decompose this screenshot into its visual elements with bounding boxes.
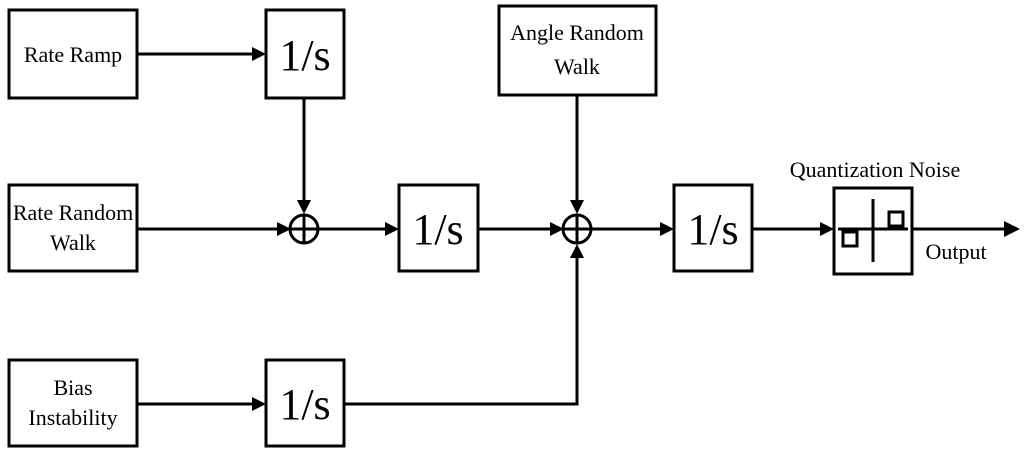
rate-ramp-block: Rate Ramp	[7, 8, 139, 100]
arrow-int1-input	[252, 47, 266, 61]
arrow-quantizer-input	[820, 222, 834, 236]
quantizer-step-low	[841, 230, 859, 248]
arrow-int4-input	[660, 222, 674, 236]
bias-instability-label-line1: Bias	[53, 375, 92, 400]
arrow-int2-input	[385, 222, 399, 236]
angle-random-walk-label-line2: Walk	[554, 54, 600, 79]
quantizer-block	[832, 186, 914, 276]
integrator-block-2: 1/s	[397, 183, 480, 273]
integrator-block-4: 1/s	[672, 183, 754, 273]
integrator-block-1: 1/s	[264, 8, 346, 100]
quantization-noise-label: Quantization Noise	[790, 157, 960, 182]
arrow-sum1-left	[277, 222, 291, 236]
arrow-sum1-top	[297, 200, 311, 214]
rate-random-walk-label-line2: Walk	[50, 230, 96, 255]
integrator-block-3: 1/s	[264, 358, 346, 448]
rate-random-walk-block: Rate Random Walk	[7, 183, 139, 273]
integrator-1-label: 1/s	[279, 31, 330, 80]
angle-random-walk-block: Angle Random Walk	[497, 4, 658, 97]
wires	[137, 52, 1006, 406]
arrow-sum2-bottom	[570, 244, 584, 258]
arrow-output	[1004, 221, 1020, 237]
arrow-sum2-top	[570, 200, 584, 214]
rate-ramp-label: Rate Ramp	[24, 42, 122, 67]
quantizer-step-high	[887, 210, 905, 228]
integrator-4-label: 1/s	[687, 205, 738, 254]
bias-instability-label-line2: Instability	[28, 405, 117, 430]
summing-junction-1	[288, 213, 320, 245]
arrow-int3-input	[252, 397, 266, 411]
rate-random-walk-label-line1: Rate Random	[13, 200, 133, 225]
arrowheads	[252, 47, 1020, 411]
integrator-3-label: 1/s	[279, 380, 330, 429]
wire-int3-to-sum2	[344, 255, 579, 406]
summing-junction-2	[561, 213, 593, 245]
integrator-2-label: 1/s	[412, 205, 463, 254]
arrow-sum2-left	[550, 222, 564, 236]
bias-instability-block: Bias Instability	[7, 358, 139, 448]
output-label: Output	[925, 239, 986, 264]
angle-random-walk-label-line1: Angle Random	[510, 20, 644, 45]
